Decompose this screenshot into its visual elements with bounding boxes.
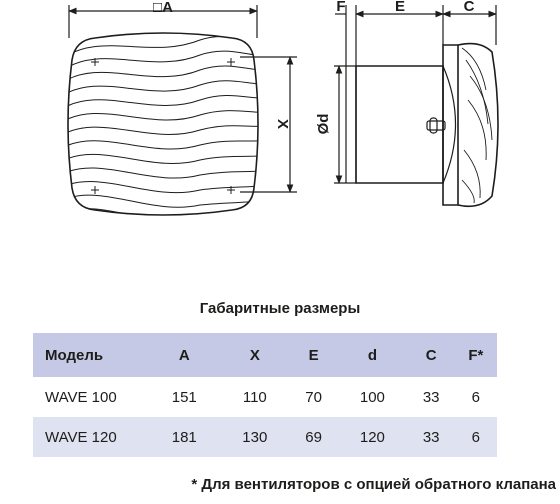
- dimension-a-label: □A: [153, 0, 173, 16]
- table-cell: 110: [242, 388, 267, 406]
- column-header: d: [337, 333, 408, 377]
- table-cell: WAVE 120: [33, 417, 149, 457]
- dimension-x-label: X: [274, 119, 291, 129]
- table-cell: 151: [171, 388, 197, 406]
- table-cell: 120: [337, 417, 408, 457]
- table-row: WAVE 120 181 130 69 120 33 6: [33, 417, 497, 457]
- dimension-d-label: Ød: [315, 114, 332, 135]
- screw-marks: [91, 58, 235, 194]
- dimension-f-label: F: [336, 0, 345, 15]
- column-header: X: [219, 333, 291, 377]
- table-cell: 6: [454, 417, 497, 457]
- table-cell: WAVE 100: [45, 388, 117, 406]
- dimensions-table: Модель A X E d C F* WAVE 100 151 110 70 …: [33, 333, 497, 457]
- dimension-e-label: E: [395, 0, 405, 15]
- dimension-c-label: C: [464, 0, 475, 15]
- technical-drawing: □A X F: [67, 0, 499, 216]
- table-cell: 100: [359, 388, 385, 406]
- table-row: WAVE 100 151 110 70 100 33 6: [33, 377, 497, 417]
- table-cell: 33: [422, 388, 440, 406]
- panel-profile: [457, 42, 499, 208]
- table-cell: 69: [290, 417, 338, 457]
- wave-pattern: [68, 33, 258, 215]
- column-header: E: [290, 333, 338, 377]
- table-cell: 70: [305, 388, 322, 406]
- column-header: C: [407, 333, 455, 377]
- column-header: A: [149, 333, 220, 377]
- column-header: F*: [454, 333, 497, 377]
- cable-connector: [426, 117, 446, 134]
- front-view: [67, 5, 297, 216]
- table-cell: 181: [149, 417, 220, 457]
- front-panel-outline: [67, 32, 259, 216]
- footnote: * Для вентиляторов с опцией обратного кл…: [191, 476, 556, 493]
- table-cell: 130: [219, 417, 291, 457]
- table-cell: 33: [407, 417, 455, 457]
- table-cell: 6: [471, 388, 481, 406]
- table-header-row: Модель A X E d C F*: [33, 333, 497, 377]
- side-view: [334, 5, 499, 208]
- column-header: Модель: [33, 333, 149, 377]
- table-title: Габаритные размеры: [199, 300, 361, 317]
